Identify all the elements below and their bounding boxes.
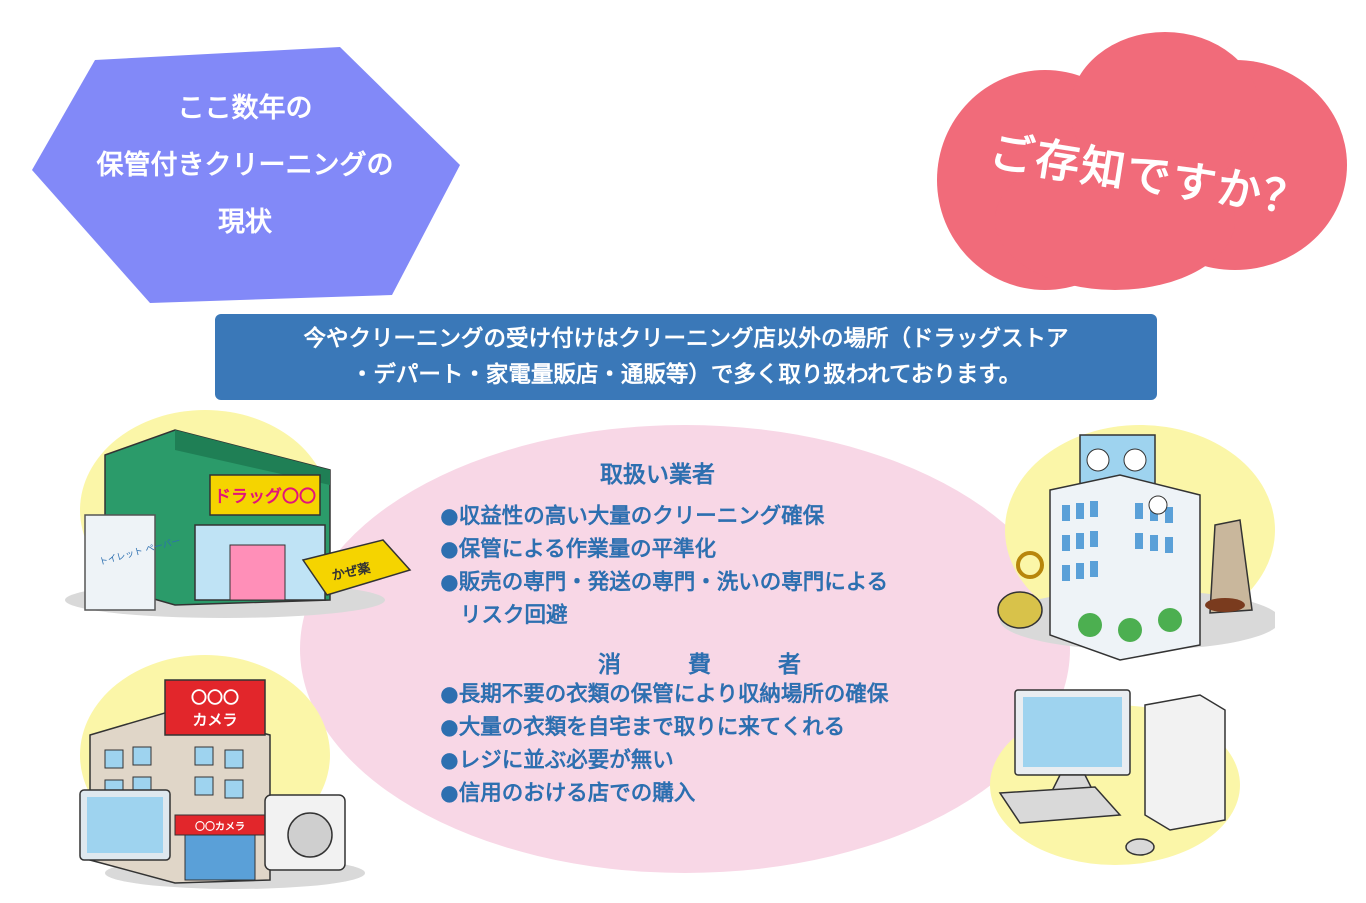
question-cloud <box>937 32 1347 290</box>
list-item: ●レジに並ぶ必要が無い <box>440 748 674 773</box>
hexagon-line-3: 現状 <box>218 207 272 238</box>
camera-sign-circles: 〇〇〇 <box>191 688 239 707</box>
computer-illustration <box>990 689 1240 865</box>
consumers-list: ●長期不要の衣類の保管により収納場所の確保 ●大量の衣類を自宅まで取りに来てくれ… <box>440 678 888 810</box>
banner-text: 今やクリーニングの受け付けはクリーニング店以外の場所（ドラッグストア ・デパート… <box>215 321 1157 393</box>
list-item: ●保管による作業量の平準化 <box>440 537 717 562</box>
providers-title: 取扱い業者 <box>600 462 715 488</box>
camera-shop-label: 〇〇カメラ <box>195 820 245 833</box>
hexagon-title: ここ数年の 保管付きクリーニングの 現状 <box>60 80 430 251</box>
consumers-title: 消 費 者 <box>598 652 823 678</box>
banner-line-2: ・デパート・家電量販店・通販等）で多く取り扱われております。 <box>350 362 1022 388</box>
drugstore-sign: ドラッグ〇〇 <box>214 486 316 507</box>
providers-list: ●収益性の高い大量のクリーニング確保 ●保管による作業量の平準化 ●販売の専門・… <box>440 500 888 632</box>
camera-store-illustration: 〇〇〇 カメラ 〇〇カメラ <box>79 655 365 889</box>
title-hexagon <box>32 47 460 303</box>
hexagon-line-2: 保管付きクリーニングの <box>96 150 394 181</box>
center-ellipse <box>300 425 1070 873</box>
department-store-illustration <box>997 425 1275 661</box>
list-item: ●販売の専門・発送の専門・洗いの専門による <box>440 570 889 595</box>
list-item-continuation: リスク回避 <box>460 603 568 628</box>
hexagon-line-1: ここ数年の <box>177 93 313 124</box>
banner-line-1: 今やクリーニングの受け付けはクリーニング店以外の場所（ドラッグストア <box>303 326 1069 352</box>
list-item: ●収益性の高い大量のクリーニング確保 <box>440 504 825 529</box>
list-item: ●長期不要の衣類の保管により収納場所の確保 <box>440 682 889 707</box>
camera-sign-name: カメラ <box>192 711 237 729</box>
drugstore-illustration: ドラッグ〇〇 トイレット ペーパー かぜ薬 <box>65 410 412 618</box>
info-banner <box>215 314 1157 400</box>
list-item: ●信用のおける店での購入 <box>440 781 696 806</box>
list-item: ●大量の衣類を自宅まで取りに来てくれる <box>440 715 846 740</box>
